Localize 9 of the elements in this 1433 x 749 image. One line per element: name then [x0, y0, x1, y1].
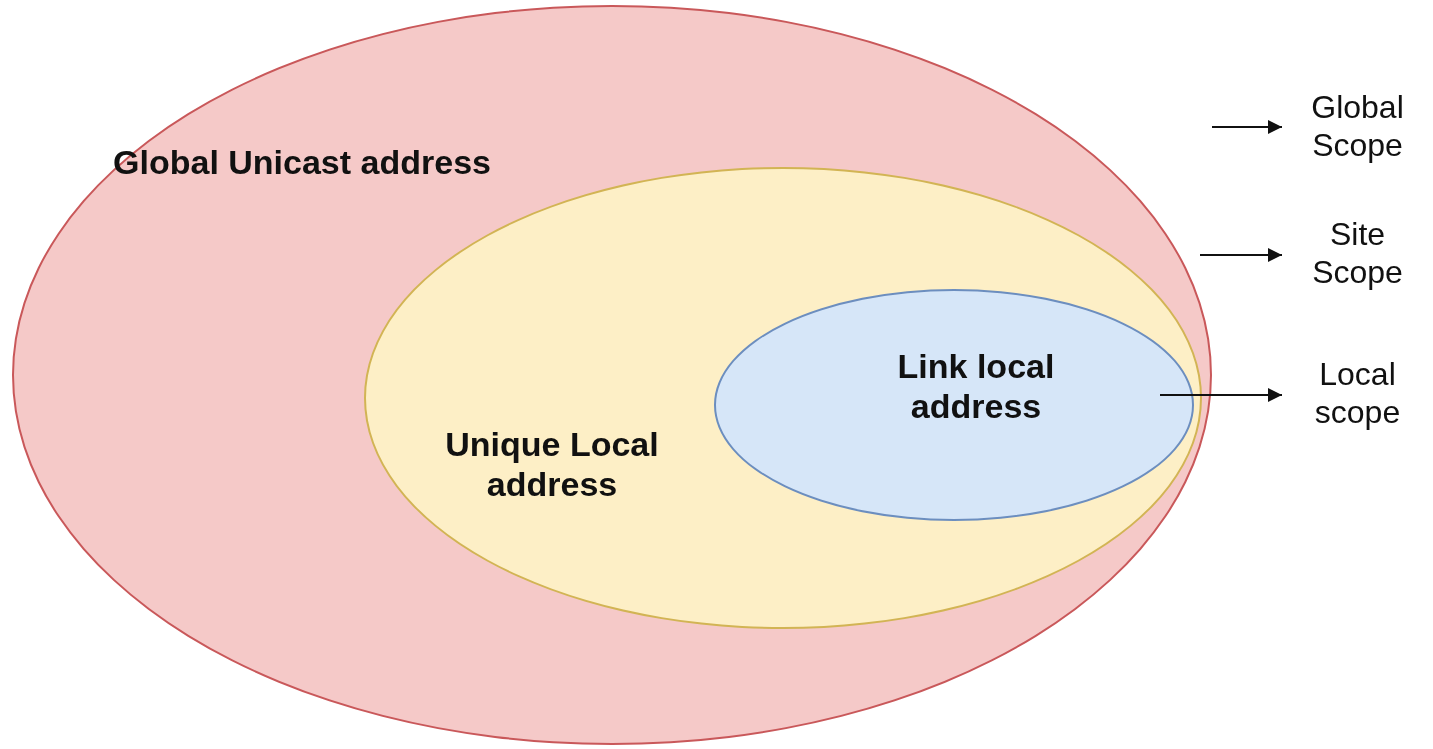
scope-label: Site Scope: [1285, 215, 1430, 295]
scope-label: Local scope: [1285, 355, 1430, 435]
region-label: Unique Local address: [444, 424, 660, 504]
arrow: [1159, 388, 1283, 402]
region-label: Link local address: [896, 346, 1056, 426]
arrow: [1211, 120, 1283, 134]
arrow: [1199, 248, 1283, 262]
region-label: Global Unicast address: [112, 142, 492, 182]
scope-label: Global Scope: [1285, 88, 1430, 168]
